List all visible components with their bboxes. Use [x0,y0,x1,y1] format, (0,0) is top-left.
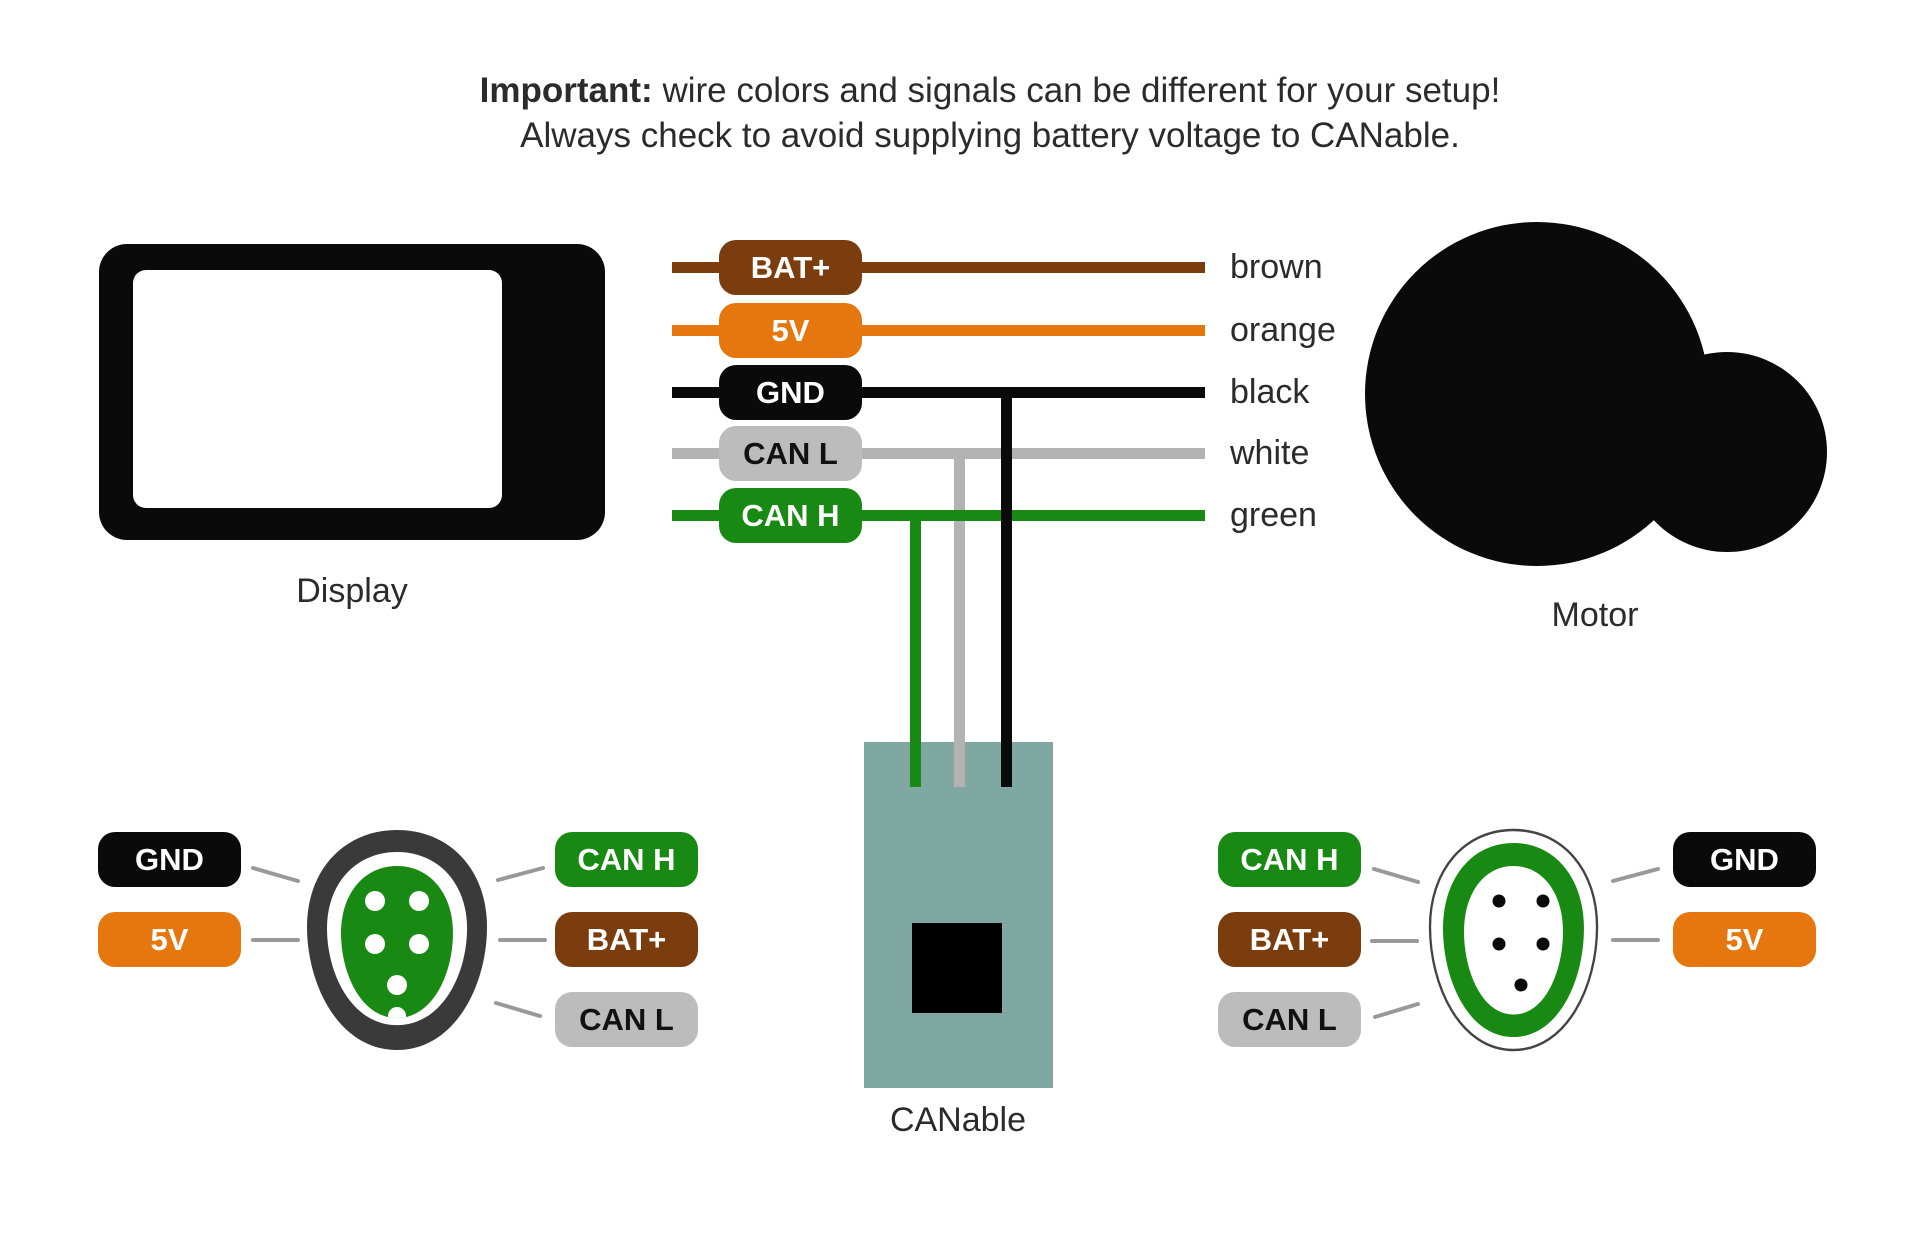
gnd-wire-pill: GND [719,365,862,420]
right-connector-pin-holes [1492,894,1550,992]
batplus-color-name: brown [1230,248,1323,286]
right-connector-gnd-pill: GND [1673,832,1816,887]
left-connector-pins [365,891,429,1019]
right-connector-cavity [1464,866,1563,1015]
motor-gearbox-illustration [1627,352,1827,552]
display-label: Display [296,572,408,610]
canable-chip [912,923,1002,1013]
canable-label: CANable [889,1101,1027,1139]
left-connector-5v-pill: 5V [98,912,241,967]
canh-color-name: green [1230,496,1317,534]
canl-wire-stub [672,448,719,459]
right-connector-canh-pill: CAN H [1218,832,1361,887]
canable-board [864,742,1053,1088]
canh-wire-pill: CAN H [719,488,862,543]
canh-vertical-wire [910,510,921,787]
fivev-wire [862,325,1205,336]
warning-line-1: Important: wire colors and signals can b… [479,71,1501,110]
batplus-wire-stub [672,262,719,273]
canh-wire [862,510,1205,521]
right-connector-canl-pill: CAN L [1218,992,1361,1047]
gnd-color-name: black [1230,373,1310,411]
warning-line-2: Always check to avoid supplying battery … [520,116,1460,155]
left-connector-leader-lines [251,866,547,1018]
display-screen [133,270,502,508]
canl-wire-pill: CAN L [719,426,862,481]
batplus-wire-pill: BAT+ [719,240,862,295]
canl-vertical-wire [954,448,965,787]
left-connector-illustration [307,830,487,1050]
warning-title: Important: wire colors and signals can b… [300,68,1680,158]
gnd-wire [862,387,1205,398]
left-connector-housing [307,830,487,1050]
gnd-vertical-wire [1001,387,1012,787]
left-connector-canh-pill: CAN H [555,832,698,887]
fivev-wire-stub [672,325,719,336]
left-connector-gap [327,852,468,1026]
right-connector-housing [1428,828,1599,1052]
left-connector-canl-pill: CAN L [555,992,698,1047]
right-connector-ring [1443,843,1584,1038]
canl-color-name: white [1230,434,1310,472]
fivev-color-name: orange [1230,311,1336,349]
gnd-wire-stub [672,387,719,398]
warning-important-word: Important: [479,71,653,110]
right-connector-leader-lines [1370,867,1660,1019]
canl-wire [862,448,1205,459]
canh-wire-stub [672,510,719,521]
display-illustration [99,244,605,540]
left-connector-gnd-pill: GND [98,832,241,887]
fivev-wire-pill: 5V [719,303,862,358]
left-connector-core [341,866,453,1019]
right-connector-batplus-pill: BAT+ [1218,912,1361,967]
right-connector-5v-pill: 5V [1673,912,1816,967]
left-connector-batplus-pill: BAT+ [555,912,698,967]
batplus-wire [862,262,1205,273]
right-connector-illustration [1428,828,1599,1052]
motor-label: Motor [1551,596,1639,634]
